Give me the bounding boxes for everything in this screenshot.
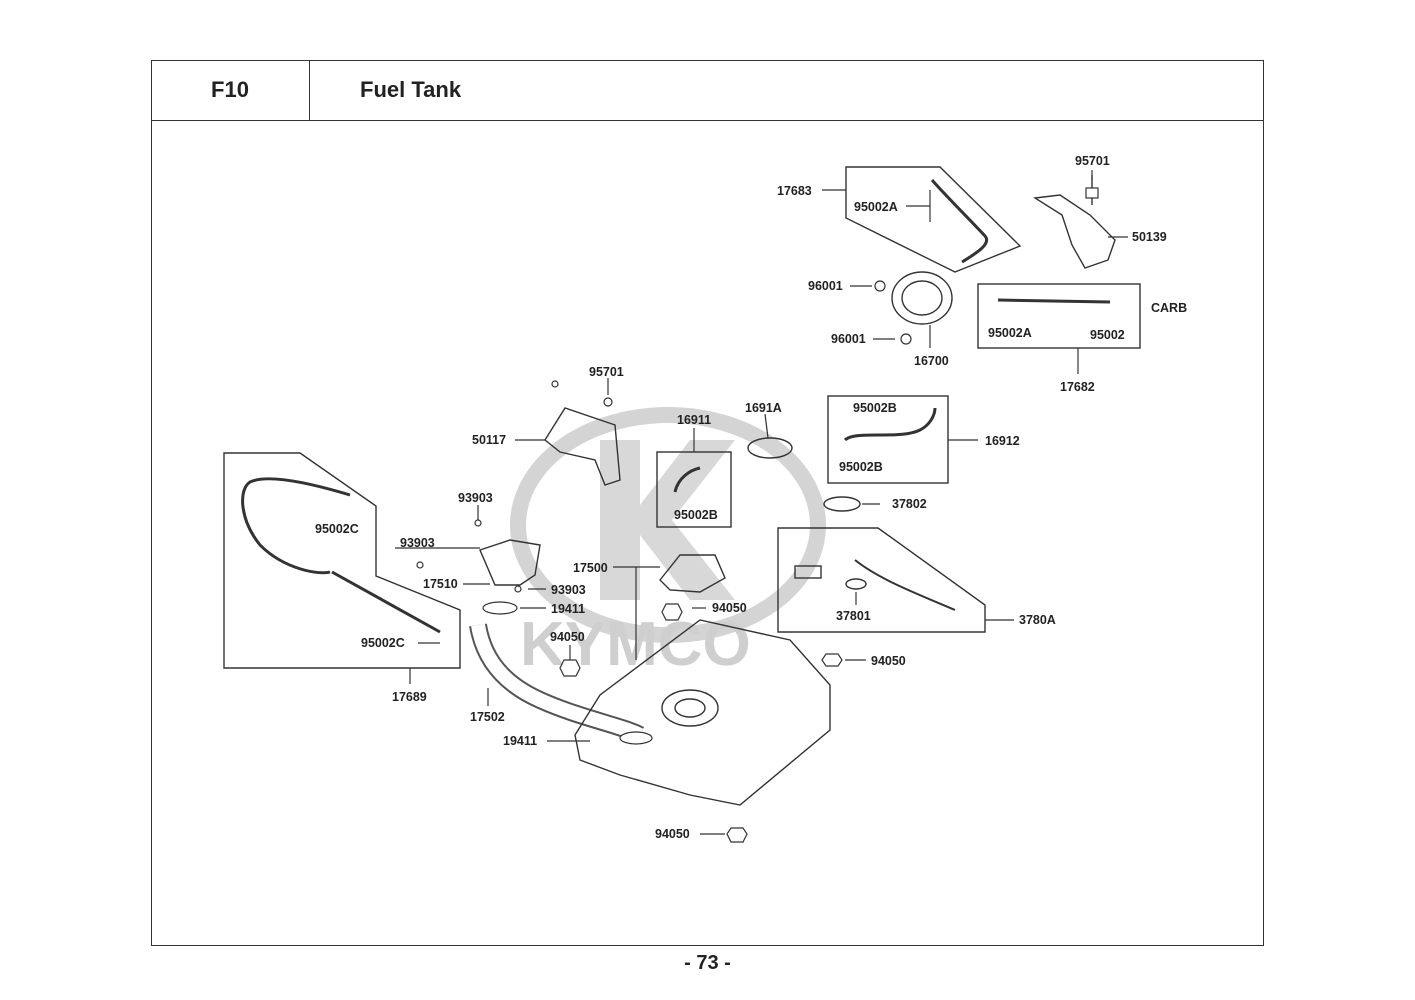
section-code: F10 <box>151 60 310 121</box>
fuel-filter-part <box>747 437 793 459</box>
page-number: - 73 - <box>684 952 731 974</box>
label-carb: CARB <box>1151 301 1187 315</box>
bracket-17500-part <box>659 554 726 593</box>
label-95701-top: 95701 <box>1075 154 1110 168</box>
group-box-17682 <box>977 283 1141 349</box>
label-95002-carb: 95002 <box>1090 328 1125 342</box>
label-50117: 50117 <box>472 433 506 447</box>
leader-lines <box>395 170 1128 835</box>
fuel-tank-part <box>574 619 831 806</box>
label-94050-d: 94050 <box>655 827 690 841</box>
group-box-17689 <box>223 452 461 669</box>
label-37802: 37802 <box>892 497 927 511</box>
label-95002B-a: 95002B <box>853 401 897 415</box>
label-16700: 16700 <box>914 354 949 368</box>
label-95002C-b: 95002C <box>361 636 405 650</box>
page-title: Fuel Tank <box>310 60 1264 121</box>
group-box-3780A <box>777 527 986 633</box>
vacuum-hose-part <box>930 179 989 264</box>
label-93903-b: 93903 <box>400 536 435 550</box>
kymco-watermark: KYMCO <box>510 407 826 679</box>
label-96001-a: 96001 <box>808 279 843 293</box>
label-1691A: 1691A <box>745 401 782 415</box>
watermark-text: KYMCO <box>520 610 751 679</box>
label-17689: 17689 <box>392 690 427 704</box>
filler-neck-part <box>479 539 541 586</box>
label-17502: 17502 <box>470 710 505 724</box>
label-16912: 16912 <box>985 434 1020 448</box>
label-93903-c: 93903 <box>551 583 586 597</box>
label-95002A-carb: 95002A <box>988 326 1032 340</box>
label-17683: 17683 <box>777 184 812 198</box>
label-19411-b: 19411 <box>503 734 537 748</box>
label-17500: 17500 <box>573 561 608 575</box>
label-17510: 17510 <box>423 577 458 591</box>
fasteners <box>416 187 1099 843</box>
label-95701-mid: 95701 <box>589 365 624 379</box>
label-50139: 50139 <box>1132 230 1167 244</box>
label-95002B-b: 95002B <box>839 460 883 474</box>
label-94050-a: 94050 <box>712 601 747 615</box>
label-17682: 17682 <box>1060 380 1095 394</box>
label-96001-b: 96001 <box>831 332 866 346</box>
label-95002B-c: 95002B <box>674 508 718 522</box>
group-box-17683 <box>845 166 1022 273</box>
label-19411-a: 19411 <box>551 602 585 616</box>
fuel-pump-part <box>891 271 953 325</box>
diagram-frame <box>151 60 1264 946</box>
label-3780A: 3780A <box>1019 613 1056 627</box>
label-95002C-a: 95002C <box>315 522 359 536</box>
label-94050-c: 94050 <box>871 654 906 668</box>
bracket-50139-part <box>1032 194 1116 269</box>
label-94050-b: 94050 <box>550 630 585 644</box>
label-37801: 37801 <box>836 609 871 623</box>
label-93903-a: 93903 <box>458 491 493 505</box>
part-labels: 17683 95002A 95701 50139 96001 96001 167… <box>315 154 1187 841</box>
label-16911: 16911 <box>677 413 711 427</box>
gasket-37802-part <box>823 496 861 512</box>
label-95002A-top: 95002A <box>854 200 898 214</box>
bracket-50117-part <box>544 407 621 486</box>
